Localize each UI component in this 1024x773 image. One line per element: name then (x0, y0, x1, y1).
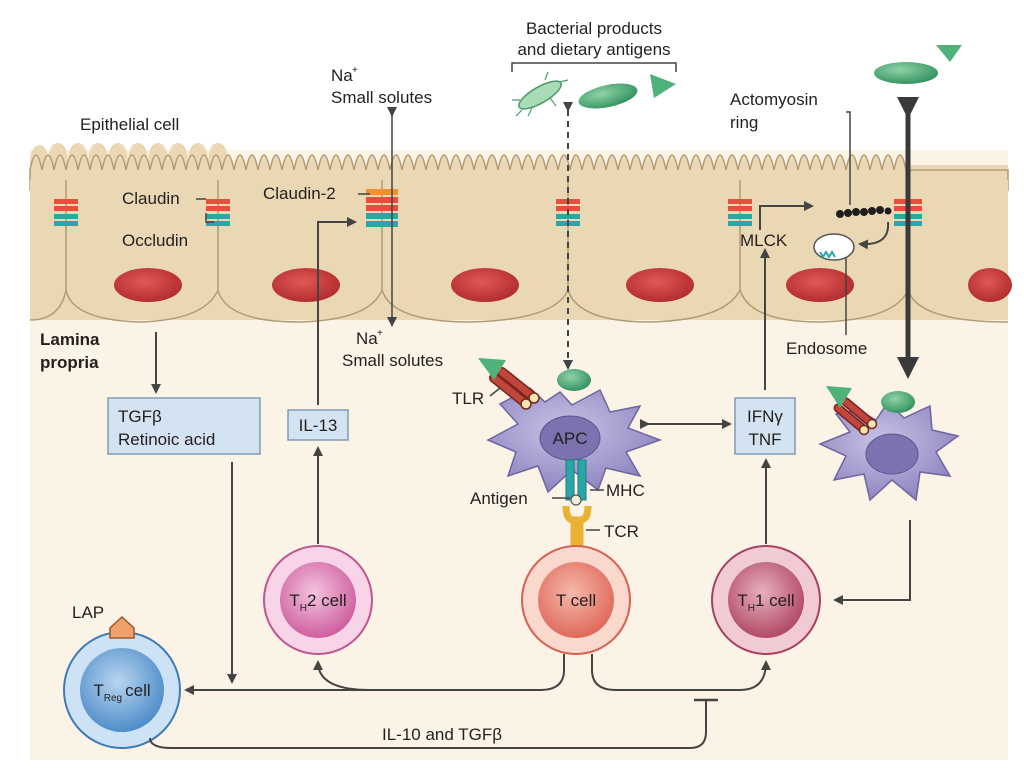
il13-box (287, 409, 349, 441)
treg-cell (63, 631, 181, 749)
il10-inhibition-line (149, 700, 707, 749)
actomyosin-leader (846, 111, 851, 205)
occludin-leader (205, 213, 214, 223)
nucleus (786, 268, 854, 302)
il10-label: IL-10 and TGFβ (382, 725, 502, 744)
t-cell-label: T cell (556, 591, 596, 610)
mlck-to-ring-arrow (759, 201, 814, 230)
th1-cell (711, 545, 821, 655)
ifng-box (734, 397, 796, 455)
il13-label: IL-13 (299, 416, 338, 435)
apc-antigen-icon (557, 369, 591, 391)
dietary-antigen-icon (578, 83, 638, 109)
bacterium-icon (512, 71, 569, 117)
tight-junction (54, 199, 78, 226)
tlr-receptor-icon (489, 367, 540, 410)
tcell-to-treg-arrow (184, 654, 565, 695)
mhc-label: MHC (606, 481, 645, 500)
endosome-label: Endosome (786, 339, 867, 358)
antigen-triangle-icon (650, 74, 676, 98)
tlr-leader (489, 387, 501, 397)
occludin-label: Occludin (122, 231, 188, 250)
th2-cell-label: TH2 cell (289, 591, 346, 614)
t-cell (521, 545, 631, 655)
actomyosin-label: ring (730, 113, 758, 132)
tnf-label: TNF (748, 430, 781, 449)
tgfb-box (107, 397, 261, 455)
na-bottom-label: Na (356, 329, 378, 348)
actomyosin-ring-icon (836, 206, 892, 218)
tlr-ligand-triangle-icon (478, 358, 506, 380)
nucleus (451, 268, 519, 302)
nucleus (968, 268, 1012, 302)
epithelial-cell-label: Epithelial cell (80, 115, 179, 134)
tcell-to-th2-arrow (313, 660, 371, 691)
lamina-propria-label: Lamina (40, 330, 100, 349)
tlr-label: TLR (452, 389, 484, 408)
apc-label: APC (553, 429, 588, 448)
claudin-label: Claudin (122, 189, 180, 208)
lap-label: LAP (72, 603, 104, 622)
mlck-label: MLCK (740, 231, 788, 250)
ifng-label: IFNγ (747, 407, 783, 426)
endosome-icon (813, 233, 855, 261)
na-top-label: Na (331, 66, 353, 85)
ring-to-endosome-arrow (858, 221, 890, 250)
mhc-molecule (565, 459, 587, 501)
nucleus (114, 268, 182, 302)
antigen-label: Antigen (470, 489, 528, 508)
antigen-triangle-icon (936, 45, 962, 62)
lamina-propria-label: propria (40, 353, 99, 372)
bacterial-bracket (511, 62, 677, 72)
il13-to-claudin2-arrow (317, 217, 357, 405)
apc-cell (486, 387, 663, 494)
lap-icon (109, 615, 135, 639)
na-top-sup: + (352, 65, 358, 76)
actomyosin-label: Actomyosin (730, 90, 818, 109)
nucleus (272, 268, 340, 302)
epithelium (29, 143, 1009, 323)
bacterial-label: and dietary antigens (517, 40, 670, 59)
small-solutes-bottom-label: Small solutes (342, 351, 443, 370)
na-bottom-sup: + (377, 328, 383, 339)
tight-junction (206, 199, 230, 226)
nuclei (114, 268, 1012, 302)
th1-cell-label: TH1 cell (737, 591, 794, 614)
tgfb-label: TGFβ (118, 407, 162, 426)
tcell-to-th1-arrow (591, 654, 771, 691)
tlr-receptor-icon (833, 397, 878, 436)
claudin2-label: Claudin-2 (263, 184, 336, 203)
retinoic-acid-label: Retinoic acid (118, 430, 215, 449)
tlr-ligand-triangle-icon (826, 386, 852, 408)
claudin-2-junction (366, 189, 398, 227)
small-solutes-top-label: Small solutes (331, 88, 432, 107)
tight-junction (728, 199, 752, 226)
apc-antigen-icon (881, 391, 915, 413)
nucleus (626, 268, 694, 302)
bacterial-label: Bacterial products (526, 19, 662, 38)
apc-to-th1-arrow (833, 520, 911, 605)
tcr-molecule (562, 505, 592, 560)
peptide-antigen-icon (570, 494, 582, 506)
dietary-antigen-icon (874, 62, 938, 84)
th2-cell (263, 545, 373, 655)
tcr-label: TCR (604, 522, 639, 541)
